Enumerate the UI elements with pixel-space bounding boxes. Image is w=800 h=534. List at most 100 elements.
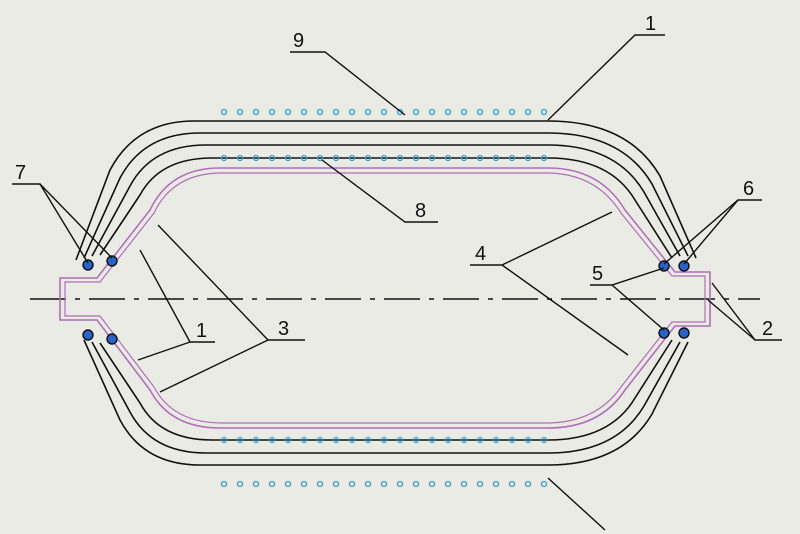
leader-2b [707,299,756,341]
dot-row-3 [364,436,372,444]
dot-row-3 [396,436,404,444]
dot-row-2 [540,154,548,162]
dot-row-4 [492,480,500,488]
label-5: 5 [592,263,603,285]
label-4: 4 [475,243,486,265]
layer-1-bottom [99,339,673,441]
dot-row-3 [524,436,532,444]
coil-right-top-2 [678,260,690,272]
dot-row-4 [380,480,388,488]
dot-row-1 [428,108,436,116]
layer-2-top [91,144,681,257]
leader-1-top [547,34,665,121]
dot-row-4 [348,480,356,488]
dot-row-1 [380,108,388,116]
port-coils [82,255,690,345]
dot-row-1 [316,108,324,116]
dot-row-3 [380,436,388,444]
inner-liner [59,167,711,429]
dot-row-4 [460,480,468,488]
dot-row-3 [444,436,452,444]
dot-row-1 [540,108,548,116]
dot-row-1 [300,108,308,116]
dot-row-2 [364,154,372,162]
dot-row-1 [236,108,244,116]
coil-left-bottom-1 [82,329,94,341]
layer-3-bottom [83,339,689,466]
dot-row-3 [316,436,324,444]
dot-row-1 [284,108,292,116]
dot-row-3 [492,436,500,444]
dot-row-4 [252,480,260,488]
dot-row-1 [508,108,516,116]
dot-row-2 [524,154,532,162]
coil-left-bottom-2 [106,333,118,345]
dot-row-4 [316,480,324,488]
dot-row-3 [220,436,228,444]
dot-row-2 [492,154,500,162]
dot-row-4 [220,480,228,488]
leader-bottom [547,477,606,531]
label-3: 3 [278,318,289,340]
dot-row-1 [460,108,468,116]
dot-row-3 [236,436,244,444]
dot-row-2 [268,154,276,162]
coil-right-bottom-1 [658,327,670,339]
dot-row-3 [332,436,340,444]
dot-row-1 [524,108,532,116]
dot-row-1 [396,108,404,116]
layer-1-top [99,157,673,259]
dot-row-2 [460,154,468,162]
leader-1-left-b [137,341,191,361]
dot-row-2 [236,154,244,162]
dot-row-1 [348,108,356,116]
dot-row-4 [508,480,516,488]
inner-liner-inner [64,172,706,424]
dot-row-3 [428,436,436,444]
label-7: 7 [15,162,26,184]
label-9: 9 [293,30,304,52]
dot-rows [220,108,548,488]
dot-row-4 [428,480,436,488]
label-2: 2 [762,318,773,340]
dot-row-4 [236,480,244,488]
dot-row-4 [412,480,420,488]
dot-row-2 [380,154,388,162]
layer-2-bottom [91,341,681,454]
leader-8 [321,159,438,223]
label-8: 8 [415,200,426,222]
layer-3-top [83,132,689,259]
dot-row-2 [508,154,516,162]
dot-row-3 [300,436,308,444]
dot-row-3 [460,436,468,444]
dot-row-1 [252,108,260,116]
dot-row-4 [444,480,452,488]
dot-row-2 [476,154,484,162]
leader-5b [611,284,665,331]
dot-row-4 [476,480,484,488]
dot-row-3 [348,436,356,444]
leader-7a [12,183,89,264]
coil-left-top-2 [106,255,118,267]
label-1-top: 1 [645,13,656,35]
dot-row-4 [364,480,372,488]
label-1-left: 1 [196,320,207,342]
dot-row-2 [412,154,420,162]
winding-layers [75,120,697,466]
leader-9 [290,51,406,116]
dot-row-1 [220,108,228,116]
dot-row-2 [300,154,308,162]
dot-row-3 [284,436,292,444]
layer-4-top [75,120,697,261]
dot-row-4 [284,480,292,488]
dot-row-1 [476,108,484,116]
dot-row-1 [492,108,500,116]
dot-row-2 [428,154,436,162]
dot-row-4 [540,480,548,488]
dot-row-1 [412,108,420,116]
dot-row-1 [364,108,372,116]
leader-4b [501,264,629,356]
dot-row-4 [300,480,308,488]
